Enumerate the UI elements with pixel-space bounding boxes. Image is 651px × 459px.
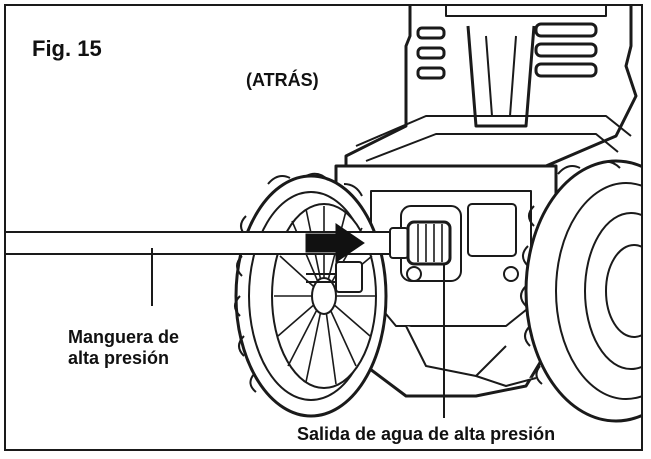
direction-arrow bbox=[305, 223, 365, 263]
figure-label: Fig. 15 bbox=[32, 36, 102, 61]
high-pressure-hose bbox=[6, 220, 452, 266]
view-label: (ATRÁS) bbox=[246, 70, 319, 90]
outlet-callout: Salida de agua de alta presión bbox=[297, 424, 556, 444]
hose-callout: Manguera de alta presión bbox=[68, 327, 179, 368]
hose-clip bbox=[306, 261, 363, 293]
left-wheel bbox=[234, 172, 388, 418]
figure-frame: Fig. 15 (ATRÁS) Manguera de alta presión… bbox=[4, 4, 643, 451]
right-wheel bbox=[520, 159, 641, 423]
machine-illustration bbox=[6, 6, 641, 423]
hose-callout-line1: Manguera de bbox=[68, 327, 180, 347]
engine-housing bbox=[344, 6, 638, 171]
hose-callout-line2: alta presión bbox=[68, 347, 170, 368]
